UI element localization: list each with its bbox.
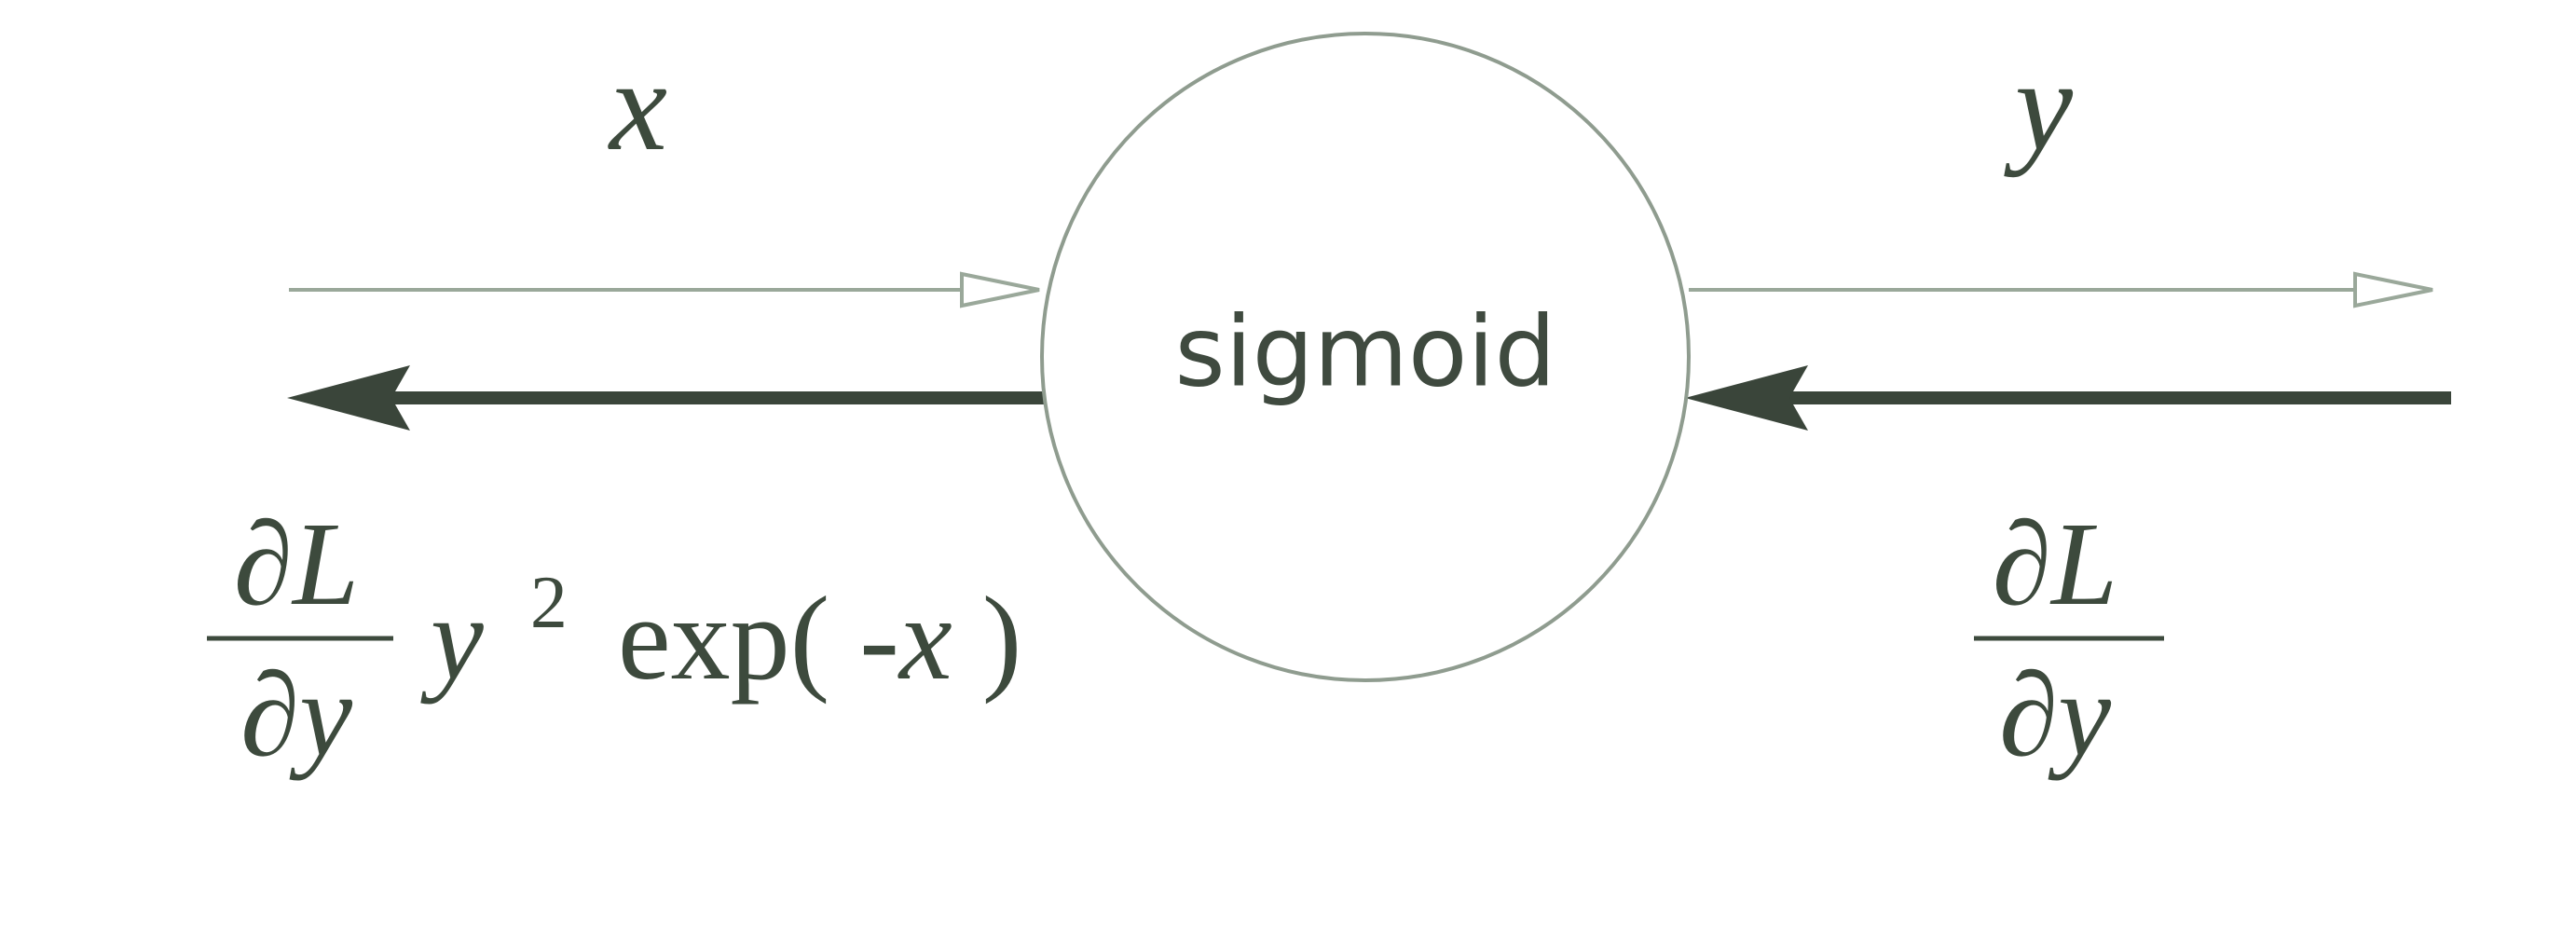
downstream-factor: y 2 exp( -x ): [420, 521, 1021, 705]
downstream-gradient-denominator: ∂y: [240, 649, 352, 781]
forward-input-label: x: [608, 34, 667, 178]
downstream-factor-exponent: 2: [530, 562, 568, 644]
upstream-gradient-numerator: ∂L: [1993, 498, 2117, 630]
upstream-gradient-fraction: ∂L ∂y: [1974, 498, 2164, 781]
downstream-factor-base: y: [420, 572, 484, 705]
forward-output-label: y: [2004, 34, 2074, 178]
forward-output-arrowhead: [2353, 271, 2433, 308]
backward-upstream-arrowhead: [1685, 365, 1808, 431]
downstream-gradient-numerator: ∂L: [234, 498, 359, 630]
downstream-factor-func: exp(: [618, 572, 829, 705]
downstream-factor-arg: -x: [859, 572, 952, 705]
upstream-gradient-denominator: ∂y: [1999, 649, 2111, 781]
sigmoid-node: [1040, 32, 1691, 682]
backward-downstream-arrowhead: [287, 365, 410, 431]
sigmoid-node-label: sigmoid: [1175, 294, 1556, 408]
downstream-gradient-expression: ∂L ∂y y 2 exp( -x ): [207, 498, 1021, 781]
downstream-factor-close: ): [982, 572, 1022, 705]
forward-input-arrowhead: [960, 271, 1040, 308]
